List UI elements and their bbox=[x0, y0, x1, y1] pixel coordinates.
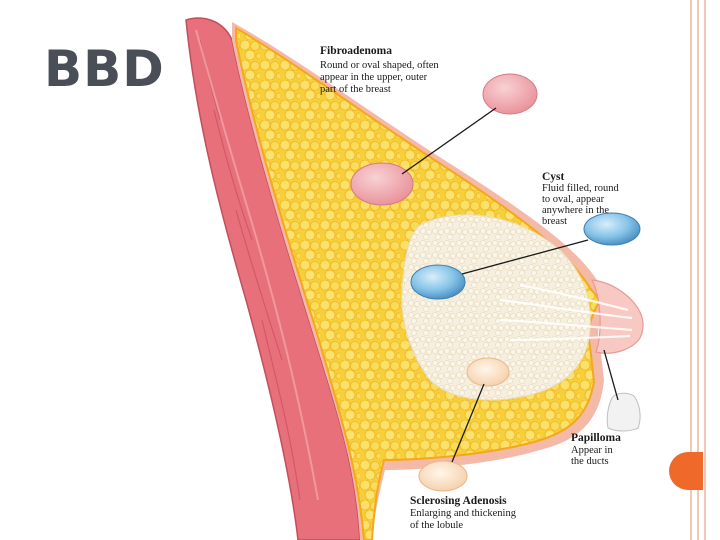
cyst-lump bbox=[410, 264, 466, 300]
decorative-rule bbox=[697, 0, 699, 540]
decorative-rule bbox=[704, 0, 706, 540]
label-line: Enlarging and thickening bbox=[410, 508, 517, 519]
label-title: Papilloma bbox=[571, 432, 621, 444]
label-title: Cyst bbox=[542, 171, 565, 183]
label-line: Fluid filled, round bbox=[542, 183, 619, 194]
label-line: Round or oval shaped, often bbox=[320, 60, 439, 71]
label-line: to oval, appear bbox=[542, 194, 605, 205]
leader-line bbox=[401, 107, 497, 175]
sclerosing-adenosis-lump bbox=[418, 460, 468, 492]
leader-line bbox=[461, 239, 589, 275]
label-fibroadenoma: Fibroadenoma Round or oval shaped, often… bbox=[320, 45, 439, 95]
label-cyst: Cyst Fluid filled, round to oval, appear… bbox=[542, 171, 619, 227]
glandular-tissue bbox=[401, 214, 591, 401]
label-title: Fibroadenoma bbox=[320, 45, 392, 57]
label-line: appear in the upper, outer bbox=[320, 72, 428, 83]
label-line: part of the breast bbox=[320, 84, 391, 95]
slide-title: BBD bbox=[44, 40, 165, 98]
cyst-lump bbox=[583, 212, 641, 246]
accent-tab bbox=[669, 452, 703, 490]
label-line: breast bbox=[542, 216, 567, 227]
label-line: Appear in bbox=[571, 445, 613, 456]
leader-line bbox=[603, 349, 619, 401]
label-line: anywhere in the bbox=[542, 205, 609, 216]
leader-line bbox=[451, 383, 485, 463]
fibroadenoma-lump bbox=[482, 73, 538, 115]
label-line: of the lobule bbox=[410, 520, 463, 531]
label-sclerosing-adenosis: Sclerosing Adenosis Enlarging and thicke… bbox=[410, 495, 517, 531]
label-line: the ducts bbox=[571, 456, 609, 467]
fibroadenoma-lump bbox=[350, 162, 414, 206]
sclerosing-adenosis-lump bbox=[466, 357, 510, 387]
decorative-rule bbox=[690, 0, 692, 540]
papilloma-growth bbox=[606, 392, 641, 432]
label-papilloma: Papilloma Appear in the ducts bbox=[571, 432, 621, 467]
label-title: Sclerosing Adenosis bbox=[410, 495, 507, 507]
